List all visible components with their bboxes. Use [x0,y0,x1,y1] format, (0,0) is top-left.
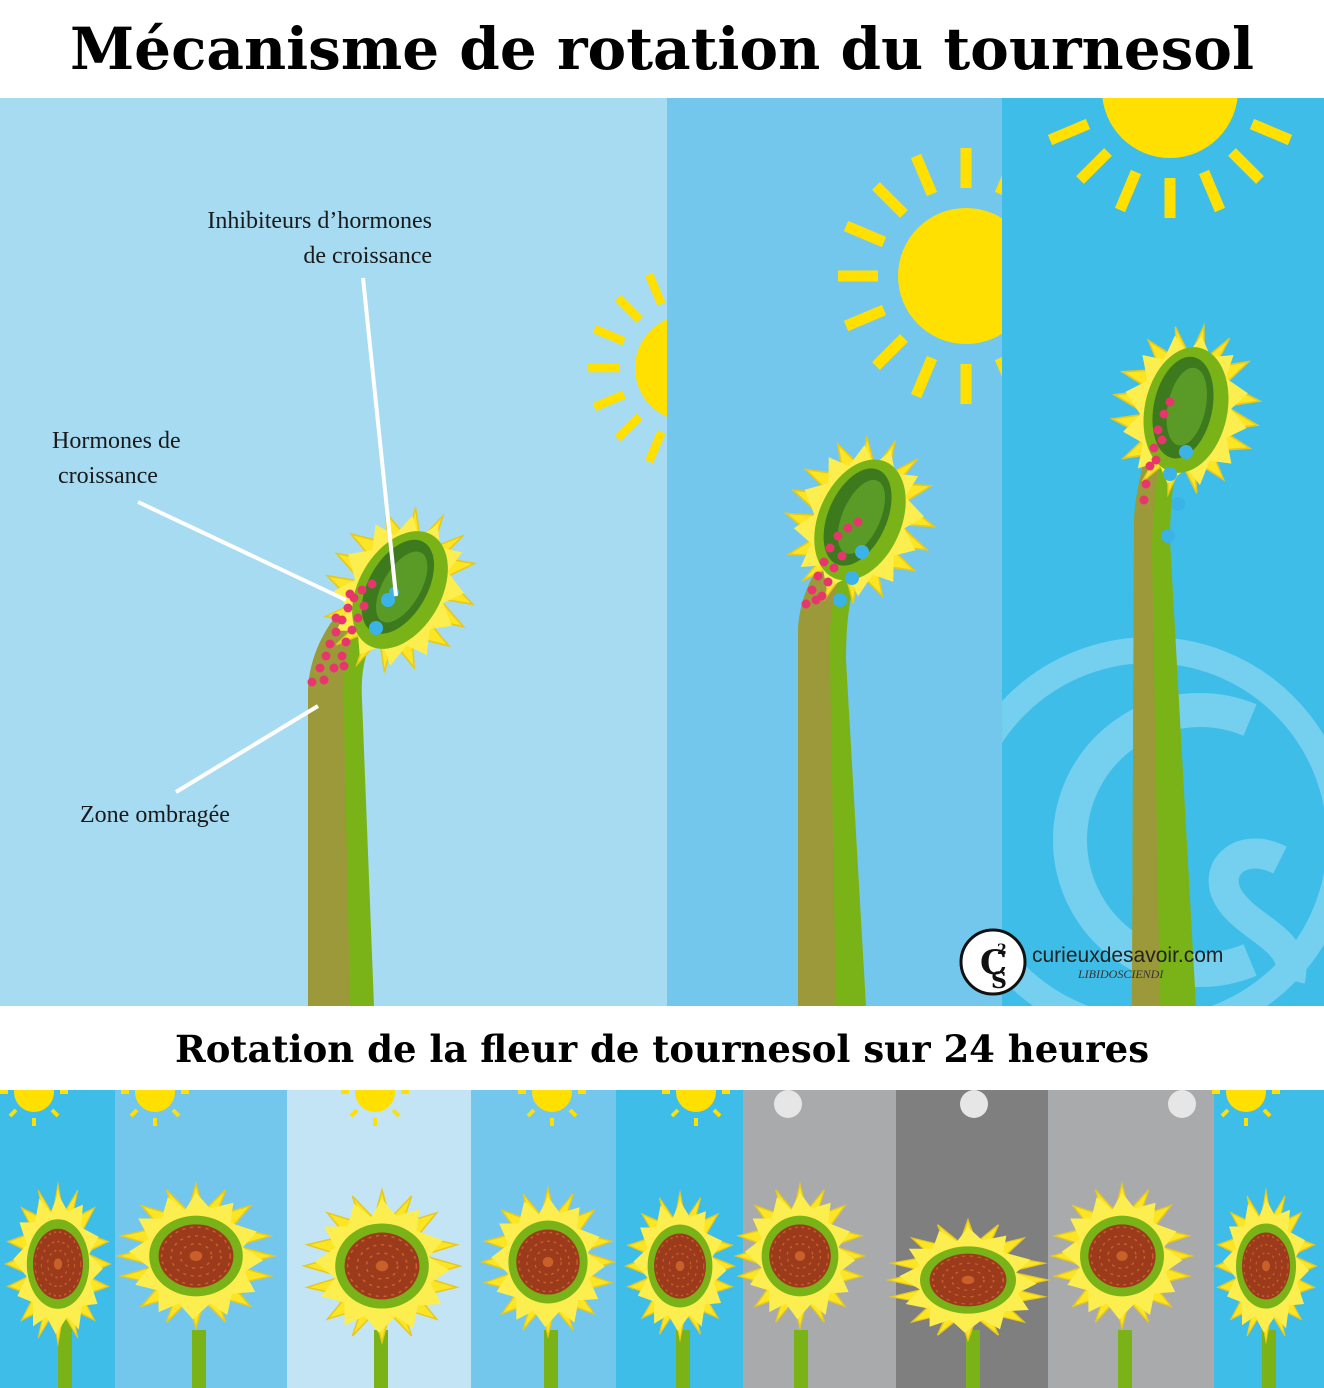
sunflower-plant-noon [758,412,962,1006]
label-inhibitors-line1: Inhibiteurs d’hormones [207,208,432,234]
site-tagline: LIBIDOSCIENDI [1077,967,1164,981]
sunflower-plant-bent [294,479,507,1006]
growth-hormones [307,579,377,687]
svg-text:C: C [980,943,1007,983]
svg-text:2: 2 [997,942,1007,958]
label-hormones-line2: croissance [58,463,158,489]
label-inhibitors-line2: de croissance [303,243,432,269]
page-title: Mécanisme de rotation du tournesol [69,15,1254,83]
label-hormones-line1: Hormones de [52,428,181,454]
label-shaded-zone: Zone ombragée [80,802,230,828]
site-url: curieuxdesavoir.com [1032,944,1223,967]
rotation-strip [0,1090,1324,1388]
subtitle-rotation-24h: Rotation de la fleur de tournesol sur 24… [174,1027,1150,1071]
site-logo: C 2 S [959,928,1027,996]
annotation-lines [137,277,398,794]
sunflower-plant-afternoon [1097,311,1276,1006]
svg-text:S: S [991,968,1007,994]
